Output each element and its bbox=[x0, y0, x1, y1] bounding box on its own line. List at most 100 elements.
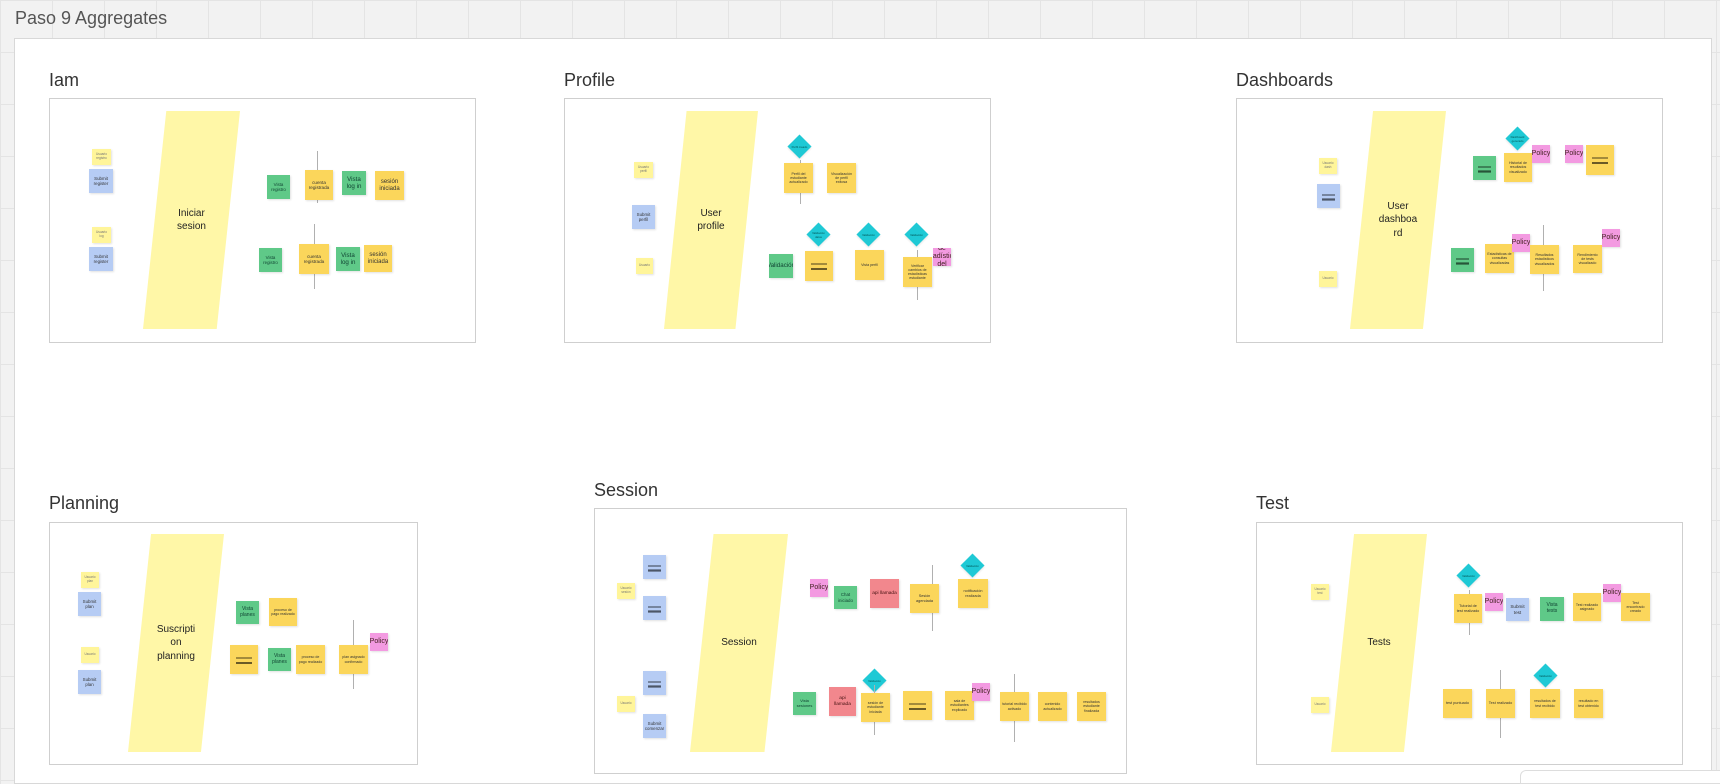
event-sticky[interactable]: sesión iniciada bbox=[364, 245, 392, 272]
event-sticky[interactable]: plan asignado confirmado bbox=[339, 645, 368, 674]
view-sticky[interactable] bbox=[1451, 248, 1474, 272]
event-sticky[interactable]: resultados de test recibido bbox=[1530, 689, 1560, 718]
external-system-sticky[interactable]: api llamada bbox=[870, 579, 899, 608]
actor-sticky[interactable]: Usuario bbox=[617, 696, 635, 712]
event-sticky[interactable]: notificación realizada bbox=[958, 579, 988, 608]
event-sticky[interactable]: Verificar cambios de estadísticas estudi… bbox=[903, 257, 932, 287]
event-sticky[interactable]: sesión iniciada bbox=[375, 171, 404, 200]
event-sticky[interactable]: tutorial recibido activado bbox=[1000, 692, 1029, 721]
event-sticky[interactable]: Rendimiento de tests visualizado bbox=[1573, 245, 1602, 273]
command-sticky[interactable] bbox=[643, 596, 666, 620]
policy-sticky[interactable]: Policy bbox=[1485, 593, 1503, 611]
event-sticky[interactable]: cuenta registrada bbox=[299, 244, 329, 274]
view-sticky[interactable]: Vista tests bbox=[1540, 597, 1564, 621]
view-sticky[interactable]: Vista registro bbox=[267, 175, 290, 199]
view-sticky[interactable] bbox=[1473, 156, 1496, 180]
validation-diamond[interactable]: Validación bbox=[1533, 663, 1558, 688]
policy-sticky[interactable]: Policy bbox=[1603, 584, 1621, 602]
section-title-planning: Planning bbox=[49, 493, 120, 513]
event-sticky[interactable]: Perfil del estudiante actualizado bbox=[784, 163, 813, 193]
event-sticky[interactable]: Historial de resultados visualizado bbox=[1504, 153, 1532, 182]
section-title-profile: Profile bbox=[564, 70, 616, 90]
event-sticky[interactable]: Tutorial de test realizado bbox=[1454, 594, 1482, 623]
actor-sticky[interactable]: Usuario bbox=[1319, 271, 1337, 287]
validation-diamond[interactable]: Validación bbox=[856, 222, 881, 247]
actor-sticky[interactable]: Usuario test bbox=[1311, 584, 1329, 600]
view-sticky[interactable]: Vista planes bbox=[268, 648, 291, 671]
actor-sticky[interactable]: Usuario log bbox=[92, 227, 111, 243]
actor-sticky[interactable]: Usuario sesión bbox=[617, 583, 635, 599]
validation-diamond[interactable]: Validación bbox=[904, 222, 929, 247]
section-title-session: Session bbox=[594, 480, 659, 500]
profile-box[interactable] bbox=[564, 98, 991, 343]
policy-sticky[interactable]: Policy bbox=[1532, 145, 1550, 163]
event-sticky[interactable]: sesión de estudiante iniciada bbox=[861, 693, 890, 722]
external-system-sticky[interactable]: api llamada bbox=[829, 687, 856, 716]
view-sticky[interactable]: Vista planes bbox=[236, 601, 259, 624]
event-sticky[interactable]: proceso de pago realizado bbox=[296, 645, 325, 674]
validation-diamond[interactable]: Dashboard generado bbox=[1505, 126, 1530, 151]
event-sticky[interactable]: contenido actualizado bbox=[1038, 692, 1067, 721]
event-sticky[interactable]: resultado en test obtenido bbox=[1574, 689, 1603, 718]
actor-sticky[interactable]: Usuario bbox=[1311, 697, 1329, 713]
dashboards-box[interactable] bbox=[1236, 98, 1663, 343]
section-title-test: Test bbox=[1256, 493, 1290, 513]
event-sticky[interactable]: Test realizado bbox=[1486, 689, 1515, 718]
validation-diamond[interactable]: Validación bbox=[960, 553, 985, 578]
event-sticky[interactable]: Vista perfil bbox=[855, 250, 884, 280]
session-box[interactable] bbox=[594, 508, 1127, 774]
event-sticky[interactable]: test puntuado bbox=[1443, 689, 1472, 718]
policy-sticky[interactable]: Actualización de estadísticas del estudi… bbox=[933, 248, 951, 266]
actor-sticky[interactable]: Usuario bbox=[636, 258, 653, 274]
command-sticky[interactable]: Submit register bbox=[89, 247, 113, 271]
event-sticky[interactable]: cuenta registrada bbox=[305, 170, 333, 200]
event-sticky[interactable]: sala de estudiantes explicado bbox=[945, 691, 974, 720]
event-sticky[interactable]: Resultados estadísticos visualizados bbox=[1530, 245, 1559, 274]
view-sticky[interactable]: Vista log in bbox=[336, 247, 360, 271]
event-sticky[interactable]: Test realizado asignado bbox=[1573, 593, 1601, 621]
view-sticky[interactable]: Vista sesiones bbox=[793, 692, 816, 715]
event-sticky[interactable]: Sesión agendada bbox=[910, 584, 939, 613]
view-sticky[interactable]: Validación bbox=[769, 254, 793, 278]
command-sticky[interactable]: Submit register bbox=[89, 169, 113, 193]
command-sticky[interactable] bbox=[643, 671, 666, 695]
aggregate-label: Tests bbox=[1367, 637, 1391, 649]
actor-sticky[interactable]: Usuario bbox=[81, 647, 99, 663]
policy-sticky[interactable]: Policy bbox=[1602, 229, 1620, 247]
actor-sticky[interactable]: Usuario plan bbox=[81, 572, 99, 588]
command-sticky[interactable]: Submit plan bbox=[78, 670, 101, 694]
validation-diamond[interactable]: Perfil creado bbox=[787, 134, 812, 159]
actor-sticky[interactable]: Usuario dash bbox=[1319, 158, 1337, 174]
event-sticky[interactable]: resultados estudiante finalizada bbox=[1077, 692, 1106, 721]
command-sticky[interactable]: Submit plan bbox=[78, 592, 101, 616]
read-model-sticky[interactable] bbox=[805, 251, 833, 281]
section-title-iam: Iam bbox=[49, 70, 80, 90]
validation-diamond[interactable]: Validación datos bbox=[806, 222, 831, 247]
validation-diamond[interactable]: Validación bbox=[1456, 563, 1481, 588]
policy-sticky[interactable]: Policy bbox=[370, 633, 388, 651]
command-sticky[interactable]: Submit comenzar bbox=[643, 714, 666, 738]
view-sticky[interactable]: Vista log in bbox=[342, 171, 366, 195]
read-model-sticky[interactable] bbox=[903, 691, 932, 720]
event-sticky[interactable]: Estadísticas de consultas visualizadas bbox=[1485, 244, 1514, 273]
read-model-sticky[interactable] bbox=[1586, 145, 1614, 175]
command-sticky[interactable]: Submit perfil bbox=[632, 205, 655, 229]
policy-sticky[interactable]: Policy bbox=[810, 579, 828, 597]
command-sticky[interactable]: Submit test bbox=[1506, 598, 1529, 621]
planning-box[interactable] bbox=[49, 522, 418, 765]
event-sticky[interactable]: Test encontrado creado bbox=[1621, 593, 1650, 621]
read-model-sticky[interactable] bbox=[230, 645, 258, 674]
policy-sticky[interactable]: Policy bbox=[1512, 234, 1530, 252]
event-sticky[interactable]: Visualización de perfil exitosa bbox=[827, 163, 856, 193]
command-sticky[interactable] bbox=[1317, 184, 1340, 208]
policy-sticky[interactable]: Policy bbox=[972, 683, 990, 701]
policy-sticky[interactable]: Policy bbox=[1565, 145, 1583, 163]
view-sticky[interactable]: Vista registro bbox=[259, 248, 282, 272]
view-sticky[interactable]: Chat iniciado bbox=[834, 586, 857, 609]
event-sticky[interactable]: proceso de pago realizado bbox=[269, 598, 297, 626]
test-box[interactable] bbox=[1256, 522, 1683, 765]
actor-sticky[interactable]: Usuario perfil bbox=[634, 162, 653, 178]
actor-sticky[interactable]: Usuario registro bbox=[92, 149, 111, 165]
iam-box[interactable] bbox=[49, 98, 476, 343]
command-sticky[interactable] bbox=[643, 555, 666, 579]
